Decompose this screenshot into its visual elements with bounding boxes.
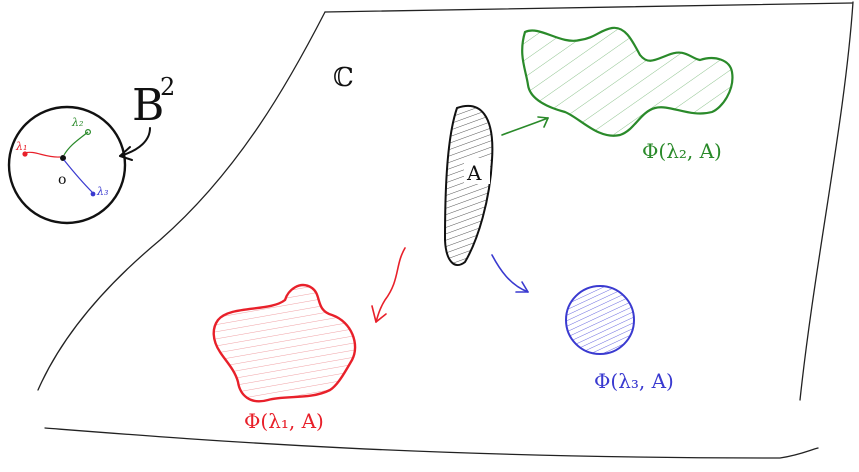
set-A-label: A xyxy=(466,161,482,185)
image-lambda3: Φ(λ₃, A) xyxy=(565,285,674,393)
lambda2-path xyxy=(63,131,89,156)
image-lambda3-label: Φ(λ₃, A) xyxy=(594,369,674,393)
set-A: A xyxy=(443,105,494,267)
image-lambda2: Φ(λ₂, A) xyxy=(521,26,734,163)
lambda2-label: λ₂ xyxy=(71,116,83,129)
ball-superscript: 2 xyxy=(160,73,175,101)
lambda3-path xyxy=(63,159,94,194)
ball-arrow xyxy=(119,127,151,161)
set-A-shape xyxy=(443,105,494,267)
plane-bottom-edge xyxy=(44,427,819,459)
arrow-to-lambda2 xyxy=(501,116,549,136)
image-lambda1-shape xyxy=(212,283,357,403)
image-lambda2-label: Φ(λ₂, A) xyxy=(642,139,722,163)
image-lambda1-label: Φ(λ₁, A) xyxy=(244,409,324,433)
unit-ball: o λ₁ λ₂ λ₃ xyxy=(7,105,127,225)
plane-left-edge xyxy=(37,11,326,391)
plane-right-edge xyxy=(799,1,854,401)
plane-top-edge xyxy=(324,2,853,13)
plane-label: ℂ xyxy=(333,63,354,93)
lambda1-point xyxy=(22,151,28,157)
image-lambda3-shape xyxy=(565,285,635,355)
origin-dot xyxy=(60,155,66,161)
lambda2-point xyxy=(84,129,91,136)
lambda3-point xyxy=(90,191,96,197)
lambda1-path xyxy=(24,151,61,158)
ball-label: B xyxy=(132,80,164,131)
arrow-to-lambda1 xyxy=(371,247,406,323)
image-lambda2-shape xyxy=(521,26,734,137)
image-lambda1: Φ(λ₁, A) xyxy=(212,283,357,433)
lambda3-label: λ₃ xyxy=(96,185,108,198)
ball-circle xyxy=(7,105,127,225)
origin-label: o xyxy=(58,172,66,188)
lambda1-label: λ₁ xyxy=(15,140,27,153)
arrow-to-lambda3 xyxy=(491,254,529,293)
complex-plane xyxy=(37,1,854,459)
